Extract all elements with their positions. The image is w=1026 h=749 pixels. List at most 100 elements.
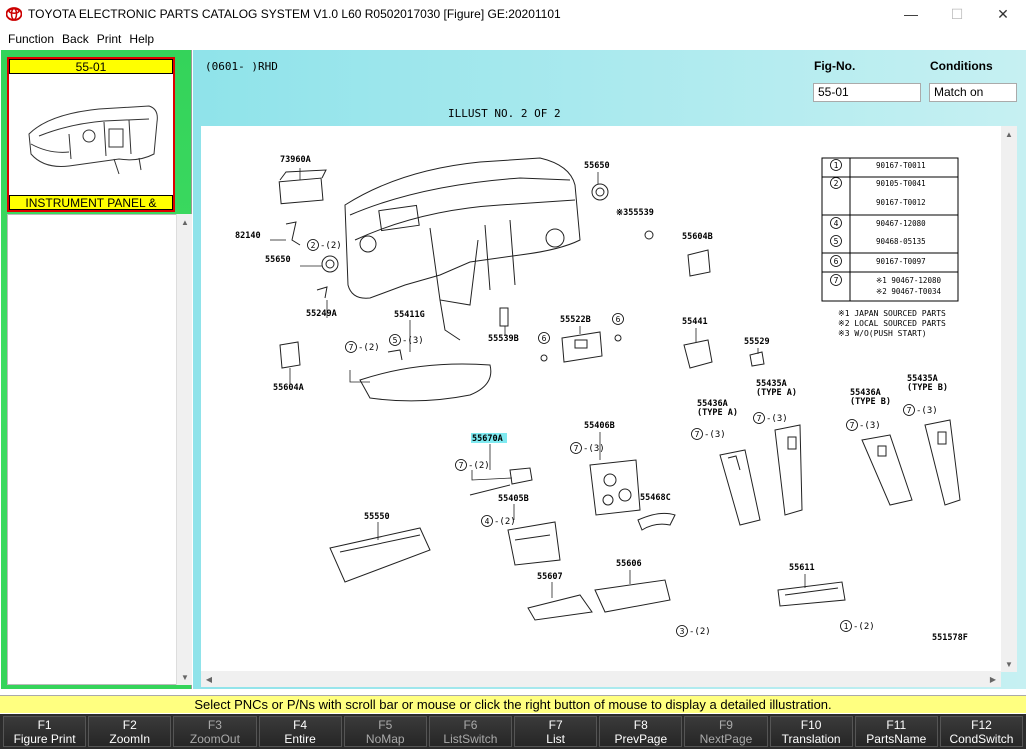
scroll-up-icon[interactable]: ▲ [1005, 129, 1013, 139]
part-label[interactable]: 55406B [584, 421, 615, 431]
part-label[interactable]: (TYPE B) [850, 397, 891, 407]
callout[interactable]: 4-(2) [481, 515, 516, 528]
fkey-number: F2 [122, 718, 137, 732]
fkey-number: F4 [293, 718, 308, 732]
part-label[interactable]: 55529 [744, 337, 770, 347]
minimize-button[interactable]: — [888, 0, 934, 28]
part-label[interactable]: 82140 [235, 231, 261, 241]
fkey-number: F11 [886, 718, 907, 732]
left-list-scrollbar[interactable]: ▲ ▼ [176, 214, 192, 685]
part-label[interactable]: 55249A [306, 309, 337, 319]
menu-help[interactable]: Help [129, 31, 155, 46]
part-label[interactable]: 55650 [584, 161, 610, 171]
scroll-right-icon[interactable]: ▶ [989, 674, 997, 684]
illustration-canvas[interactable] [201, 126, 1016, 672]
part-label[interactable]: 55670A [472, 434, 503, 444]
part-label[interactable]: 55539B [488, 334, 519, 344]
part-label[interactable]: 55522B [560, 315, 591, 325]
svg-text:7: 7 [574, 444, 579, 453]
callout[interactable]: 2-(2) [307, 239, 342, 252]
menu-function[interactable]: Function [8, 31, 55, 46]
fkey-number: F10 [800, 718, 822, 732]
fig-no-field[interactable]: 55-01 [813, 83, 921, 102]
callout[interactable]: 7-(3) [903, 404, 938, 417]
menu-bar: Function Back Print Help [0, 28, 1026, 49]
window-title: TOYOTA ELECTRONIC PARTS CATALOG SYSTEM V… [28, 7, 561, 21]
part-label[interactable]: ※355539 [616, 208, 654, 218]
callout[interactable]: 7-(3) [753, 412, 788, 425]
part-label[interactable]: 73960A [280, 155, 311, 165]
callout[interactable]: 1-(2) [840, 620, 875, 633]
part-label[interactable]: (TYPE B) [907, 383, 948, 393]
svg-text:1: 1 [844, 622, 849, 631]
menu-back[interactable]: Back [62, 31, 89, 46]
callout[interactable]: 7 -(3) [570, 442, 605, 455]
part-label[interactable]: 55405B [498, 494, 529, 504]
part-label[interactable]: 55550 [364, 512, 390, 522]
part-label[interactable]: 55411G [394, 310, 425, 320]
part-label[interactable]: 55436A [697, 399, 728, 409]
part-label[interactable]: 55611 [789, 563, 815, 573]
svg-text:5: 5 [393, 336, 398, 345]
illustration-vertical-scrollbar[interactable]: ▲ ▼ [1001, 126, 1017, 672]
maximize-icon: ☐ [950, 5, 964, 22]
callout[interactable]: 6 [538, 332, 550, 344]
part-label[interactable]: 55435A [907, 374, 938, 384]
figure-list[interactable] [7, 214, 192, 685]
conditions-field[interactable]: Match on [929, 83, 1017, 102]
highlighted-pnc [471, 433, 507, 443]
callout[interactable]: 7-(2) [455, 459, 490, 472]
table-ref-circle [830, 177, 842, 189]
callout[interactable]: 7-(3) [846, 419, 881, 432]
part-label[interactable]: (TYPE A) [756, 388, 797, 398]
svg-text:-(2): -(2) [494, 517, 516, 527]
svg-text:-(3): -(3) [583, 444, 605, 454]
callout[interactable]: 5-(3) [389, 334, 424, 347]
conditions-label: Conditions [930, 59, 993, 73]
instrument-panel-thumbnail-image [28, 105, 158, 175]
part-label[interactable]: 55604A [273, 383, 304, 393]
part-label[interactable]: 55607 [537, 572, 563, 582]
scroll-left-icon[interactable]: ◀ [205, 674, 213, 684]
table-part-number: 90105-T0041 [876, 179, 926, 188]
callout[interactable]: 7-(3) [691, 428, 726, 441]
part-label[interactable]: 55468C [640, 493, 671, 503]
callout[interactable]: 6 [612, 313, 624, 325]
illustration-horizontal-scrollbar[interactable]: ◀ ▶ [201, 671, 1001, 687]
scroll-up-icon[interactable]: ▲ [181, 217, 189, 227]
part-label[interactable]: 55436A [850, 388, 881, 398]
part-label[interactable]: 55650 [265, 255, 291, 265]
table-ref-number: 4 [834, 219, 839, 228]
part-label[interactable]: 55606 [616, 559, 642, 569]
close-button[interactable]: ✕ [980, 0, 1026, 28]
svg-text:3: 3 [680, 627, 685, 636]
figure-thumbnail[interactable]: 55-01 INSTRUMENT PANEL & [7, 57, 175, 212]
part-label[interactable]: (TYPE A) [697, 408, 738, 418]
scroll-down-icon[interactable]: ▼ [181, 672, 189, 682]
part-label[interactable]: 55441 [682, 317, 708, 327]
table-ref-number: 7 [834, 276, 839, 285]
maximize-button[interactable]: ☐ [934, 0, 980, 28]
part-label[interactable]: 55604B [682, 232, 713, 242]
part-label[interactable]: 551578F [932, 633, 968, 643]
svg-text:6: 6 [542, 334, 547, 343]
scroll-down-icon[interactable]: ▼ [1005, 659, 1013, 669]
menu-print[interactable]: Print [96, 31, 122, 46]
callout[interactable]: 3-(2) [676, 625, 711, 638]
fig-no-label: Fig-No. [814, 59, 856, 73]
part-label[interactable]: 55435A [756, 379, 787, 389]
svg-text:-(3): -(3) [766, 414, 788, 424]
callout[interactable]: 7-(2) [345, 341, 380, 354]
